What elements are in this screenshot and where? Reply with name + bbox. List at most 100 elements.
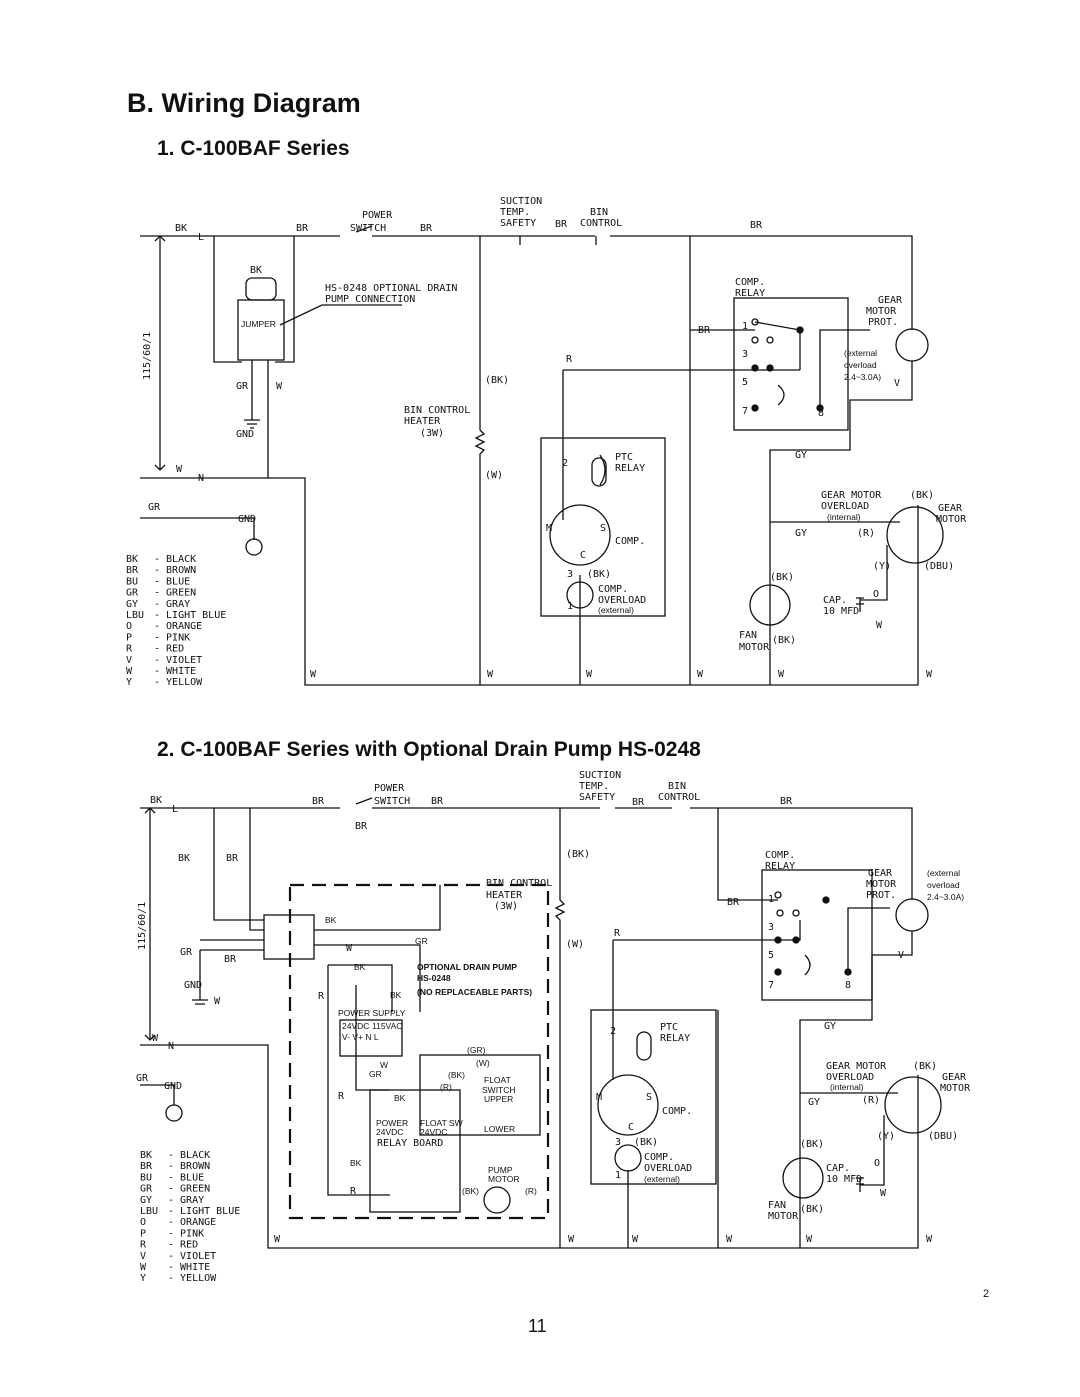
label-br-2: BR xyxy=(420,223,433,234)
section2-title: 2. C-100BAF Series with Optional Drain P… xyxy=(157,738,701,761)
label2-n3-b: 3 xyxy=(615,1137,621,1148)
label2-bk-p-4: (BK) xyxy=(634,1137,658,1148)
label-dbu-p: (DBU) xyxy=(924,561,954,572)
legend-code: BK xyxy=(140,1150,152,1161)
label2-w-7: W xyxy=(568,1234,575,1245)
label2-y-p: (Y) xyxy=(877,1131,895,1142)
label2-bin-control: BIN CONTROL xyxy=(486,878,552,889)
label2-lower: LOWER xyxy=(484,1124,515,1134)
legend-name: - BLUE xyxy=(168,1172,204,1183)
power-switch-1 xyxy=(355,225,373,233)
legend-code: GY xyxy=(126,599,138,610)
label2-w-11: W xyxy=(926,1234,933,1245)
label2-gr: GR xyxy=(180,947,193,958)
label2-c: C xyxy=(628,1122,634,1133)
label2-r-p-3: (R) xyxy=(862,1095,880,1106)
label2-prot: PROT. xyxy=(866,890,896,901)
label2-w-4: W xyxy=(380,1060,388,1070)
label2-br-3: BR xyxy=(355,821,368,832)
label2-overload: overload xyxy=(927,880,960,890)
label2-n7: 7 xyxy=(768,980,774,991)
label-n7: 7 xyxy=(742,406,748,417)
label2-n1: 1 xyxy=(768,894,774,905)
label-n3-b: 3 xyxy=(567,569,573,580)
legend-name: - WHITE xyxy=(154,666,196,677)
legend-name: - LIGHT BLUE xyxy=(168,1206,240,1217)
label-gear: GEAR xyxy=(878,295,903,306)
label-overload-caps: OVERLOAD xyxy=(598,595,646,606)
label-power: POWER xyxy=(362,210,393,221)
label-fan-motor: MOTOR xyxy=(739,642,770,653)
label-bk-p-4: (BK) xyxy=(770,572,794,583)
label2-relay: RELAY xyxy=(765,861,795,872)
legend-code: W xyxy=(140,1262,147,1273)
label2-power-24: POWER xyxy=(376,1118,408,1128)
label2-power-supply: POWER SUPPLY xyxy=(338,1008,406,1018)
label2-bk: BK xyxy=(150,795,162,806)
label-n2: 2 xyxy=(562,458,568,469)
legend-name: - LIGHT BLUE xyxy=(154,610,226,621)
label2-relay-board: RELAY BOARD xyxy=(377,1138,443,1149)
label-gr: GR xyxy=(236,381,249,392)
legend-code: LBU xyxy=(140,1206,158,1217)
legend-code: GR xyxy=(140,1184,153,1195)
legend-code: BR xyxy=(126,565,139,576)
label-br-5: BR xyxy=(698,325,711,336)
legend-name: - RED xyxy=(168,1240,198,1251)
label-external-p: (external) xyxy=(598,605,634,615)
label2-comp: COMP. xyxy=(662,1106,692,1117)
power-switch-2 xyxy=(355,797,373,805)
label2-br-8: BR xyxy=(727,897,740,908)
label2-r-p: (R) xyxy=(440,1082,452,1092)
legend-name: - PINK xyxy=(154,632,190,643)
label-n1-b: 1 xyxy=(567,601,573,612)
label-gnd-2: GND xyxy=(238,514,256,525)
label-motor: MOTOR xyxy=(866,306,897,317)
label2-bk-7: BK xyxy=(350,1158,362,1168)
label2-n5: 5 xyxy=(768,950,774,961)
label2-w-5: W xyxy=(880,1188,887,1199)
label-w-6: W xyxy=(586,669,593,680)
label-br: BR xyxy=(296,223,309,234)
label2-24vdc-3: 24VDC xyxy=(420,1127,447,1137)
label-gr-2: GR xyxy=(148,502,161,513)
label2-ptc-relay: RELAY xyxy=(660,1033,690,1044)
label2-bk-p-7: (BK) xyxy=(800,1204,824,1215)
legend-name: - GREEN xyxy=(154,588,196,599)
legend-code: R xyxy=(140,1240,147,1251)
label-gear-motor: GEAR MOTOR xyxy=(821,490,882,501)
label2-overload-caps: OVERLOAD xyxy=(644,1163,692,1174)
label2-o: O xyxy=(874,1158,880,1169)
legend-code: O xyxy=(126,621,132,632)
label2-w-p-2: (W) xyxy=(566,939,584,950)
legend-code: W xyxy=(126,666,133,677)
label-internal: (internal) xyxy=(827,512,861,522)
label-n8: 8 xyxy=(818,408,824,419)
label-ptc-relay: RELAY xyxy=(615,463,645,474)
diagram-1-wiring xyxy=(140,225,944,686)
legend-name: - BROWN xyxy=(154,565,196,576)
legend-name: - BLACK xyxy=(168,1150,210,1161)
legend-code: Y xyxy=(140,1273,146,1284)
label-relay: RELAY xyxy=(735,288,765,299)
label-ptc: PTC xyxy=(615,452,633,463)
label2-control: CONTROL xyxy=(658,792,700,803)
diagram-1-labels: BK L BR POWER SWITCH BR SUCTION TEMP. SA… xyxy=(142,196,967,680)
label2-w-9: W xyxy=(726,1234,733,1245)
legend-code: P xyxy=(140,1228,146,1239)
legend-name: - ORANGE xyxy=(154,621,202,632)
label-comp: COMP. xyxy=(615,536,645,547)
label-c: C xyxy=(580,550,586,561)
label2-cap: CAP. xyxy=(826,1163,850,1174)
label2-br-4: BR xyxy=(632,797,645,808)
label-gear-2: GEAR xyxy=(938,503,963,514)
label2-power: POWER xyxy=(374,783,405,794)
label-w-5: W xyxy=(487,669,494,680)
label2-n1-b: 1 xyxy=(615,1170,621,1181)
label2-gy: GY xyxy=(824,1021,836,1032)
label2-w: W xyxy=(214,996,221,1007)
label-motor-2: MOTOR xyxy=(936,514,967,525)
label2-r-p-2: (R) xyxy=(525,1186,537,1196)
label2-n8: 8 xyxy=(845,980,851,991)
